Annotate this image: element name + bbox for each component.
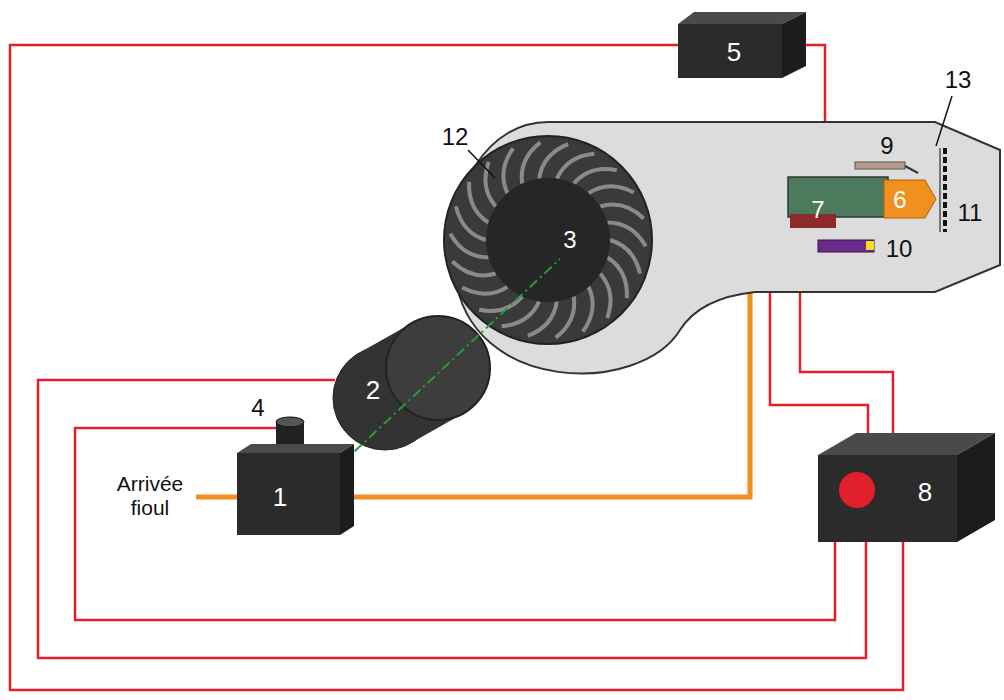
control-box: 8 (818, 455, 957, 542)
fan-blade (452, 262, 495, 276)
callout-number: 5 (727, 39, 741, 65)
callout-number: 12 (442, 123, 469, 151)
callout-number: 9 (880, 132, 893, 160)
burner-head (788, 148, 945, 252)
fan-blade (462, 287, 507, 294)
pump-box: 1 (237, 453, 340, 535)
nozzle (884, 180, 936, 218)
callout-number: 4 (251, 394, 264, 422)
box-faces (237, 12, 995, 542)
fan-blade (503, 148, 513, 193)
fan-blade (502, 301, 540, 326)
ignition-electrode (855, 162, 905, 169)
callout-number: 6 (893, 186, 906, 214)
fan (444, 136, 652, 344)
fan-blade (610, 240, 640, 274)
callout-number: 2 (366, 377, 380, 403)
signal-wire (10, 45, 903, 690)
fan-blade (583, 287, 593, 332)
red-indicator (839, 472, 875, 508)
callout-number: 3 (563, 226, 576, 254)
pump-valve (276, 417, 304, 444)
shaft-axis (340, 259, 560, 465)
callout-number: 10 (886, 235, 913, 263)
fan-blade (607, 223, 645, 247)
leader-lines (468, 96, 952, 178)
fan-blade (574, 169, 617, 184)
flame-disc (943, 148, 947, 232)
fan-blade (479, 296, 522, 311)
callout-number: 7 (811, 196, 824, 224)
inlet-label: Arrivée fioul (95, 472, 205, 520)
motor (333, 316, 490, 450)
fan-blade (528, 301, 557, 336)
fan-blade (539, 144, 568, 179)
fan-blade (589, 186, 634, 193)
motor-cylinder: 2 (335, 312, 495, 457)
transformer-box: 5 (678, 24, 782, 78)
signal-wire (38, 380, 866, 658)
fan-blade (456, 206, 486, 240)
callout-number: 11 (958, 199, 983, 227)
fan-blade (600, 274, 610, 319)
fan-blade (600, 205, 643, 219)
nozzle-line (788, 177, 888, 217)
fan-blade (557, 154, 595, 179)
flame-sensor (818, 240, 874, 252)
callout-number: 1 (273, 484, 287, 510)
fuel-inlet (196, 495, 240, 500)
callout-number: 13 (945, 66, 972, 94)
wire (75, 428, 835, 620)
callout-number: 8 (918, 479, 932, 505)
